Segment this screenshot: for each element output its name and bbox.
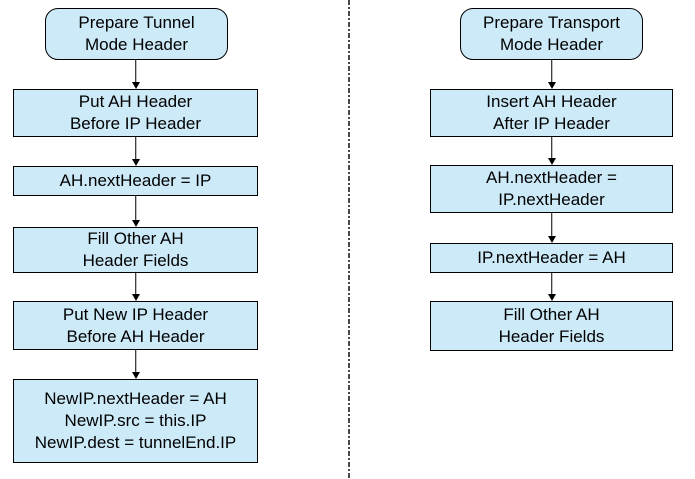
- transport-step-node-3: IP.nextHeader = AH: [430, 243, 673, 273]
- arrow-down-icon: [131, 137, 140, 166]
- divider-dashed-line: [348, 0, 350, 479]
- arrow-down-icon: [131, 350, 140, 379]
- arrow-down-icon: [547, 273, 556, 301]
- arrow-down-icon: [131, 273, 140, 301]
- arrow-down-icon: [547, 60, 556, 89]
- tunnel-step-node-1: Put AH Header Before IP Header: [13, 89, 258, 137]
- tunnel-step-node-4: Put New IP Header Before AH Header: [13, 301, 258, 350]
- arrow-down-icon: [131, 196, 140, 227]
- transport-step-node-1: Insert AH Header After IP Header: [430, 89, 673, 137]
- transport-step-node-4: Fill Other AH Header Fields: [430, 301, 673, 351]
- tunnel-start-node: Prepare Tunnel Mode Header: [45, 8, 228, 60]
- transport-step-node-2: AH.nextHeader = IP.nextHeader: [430, 165, 673, 213]
- tunnel-step-node-3: Fill Other AH Header Fields: [13, 227, 258, 273]
- tunnel-step-node-5: NewIP.nextHeader = AH NewIP.src = this.I…: [13, 379, 258, 463]
- arrow-down-icon: [131, 60, 140, 89]
- transport-start-node: Prepare Transport Mode Header: [460, 8, 643, 60]
- arrow-down-icon: [547, 213, 556, 243]
- tunnel-step-node-2: AH.nextHeader = IP: [13, 166, 258, 196]
- arrow-down-icon: [547, 137, 556, 165]
